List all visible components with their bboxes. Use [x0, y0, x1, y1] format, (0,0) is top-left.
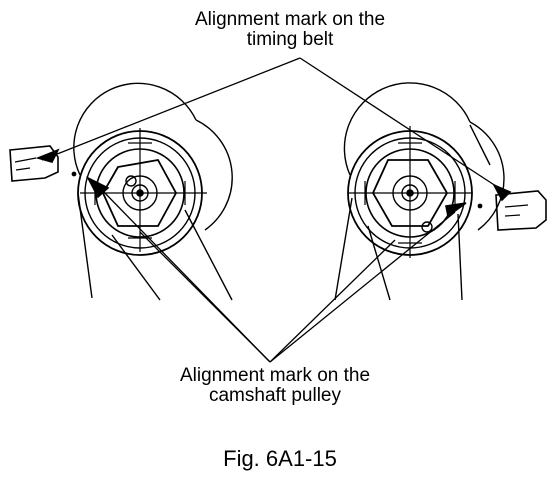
camshaft-pulley-mark-label-line1: Alignment mark on the: [179, 365, 371, 386]
right-camshaft-pulley: [343, 82, 505, 258]
left-pulley-mark-arrow: [86, 176, 110, 199]
timing-belt-mark-label: Alignment mark on the timing belt: [160, 10, 420, 50]
figure-number: Fig. 6A1-15: [223, 446, 337, 471]
timing-belt-mark-label-line2: timing belt: [246, 28, 334, 50]
camshaft-pulley-mark-label-line2: camshaft pulley: [208, 384, 341, 406]
left-camshaft-pulley: [73, 82, 233, 256]
camshaft-pulley-mark-label: Alignment mark on the camshaft pulley: [130, 366, 420, 406]
left-belt-mark-arrow: [35, 148, 60, 163]
right-housing-pointer: [477, 183, 547, 231]
leader-lines: [41, 57, 503, 363]
timing-belt-mark-label-line1: Alignment mark on the: [194, 9, 386, 30]
right-pulley-mark-arrow: [445, 202, 467, 218]
right-belt-mark-arrow: [492, 183, 512, 202]
timing-belt-strands: [77, 124, 491, 301]
